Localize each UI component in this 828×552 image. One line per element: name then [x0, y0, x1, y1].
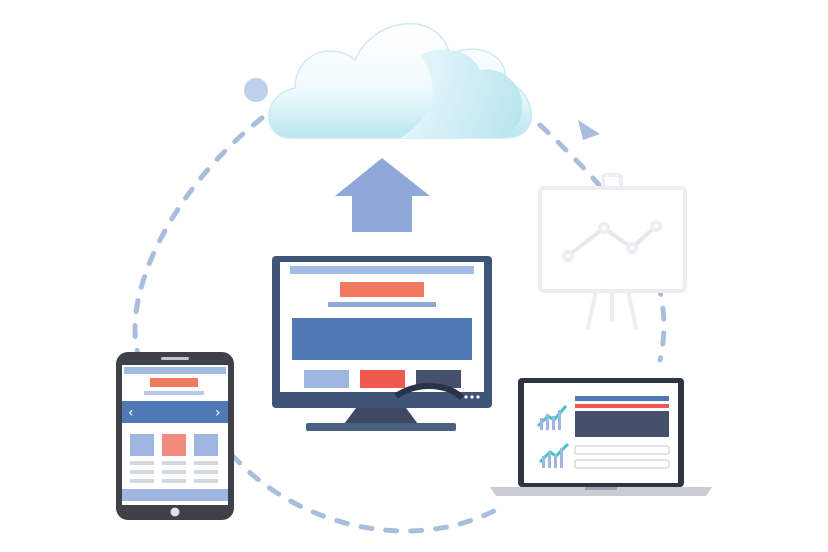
tablet-carousel: [122, 401, 228, 423]
presentation-board-icon: [538, 173, 687, 330]
tablet-home-button: [170, 507, 180, 517]
upload-arrow-icon: [335, 158, 430, 232]
monitor-top-bar: [290, 266, 474, 274]
desktop-monitor: [272, 256, 492, 431]
tablet-device: ‹ ›: [116, 352, 234, 520]
path-start-dot-icon: [244, 78, 268, 102]
path-arrowhead-icon: [578, 120, 600, 140]
tablet-next-icon: ›: [215, 405, 221, 421]
monitor-banner: [340, 282, 424, 297]
cloud-icon: [268, 22, 532, 139]
laptop-device: [490, 378, 712, 496]
monitor-hero-block: [292, 318, 472, 360]
tablet-prev-icon: ‹: [128, 405, 134, 421]
